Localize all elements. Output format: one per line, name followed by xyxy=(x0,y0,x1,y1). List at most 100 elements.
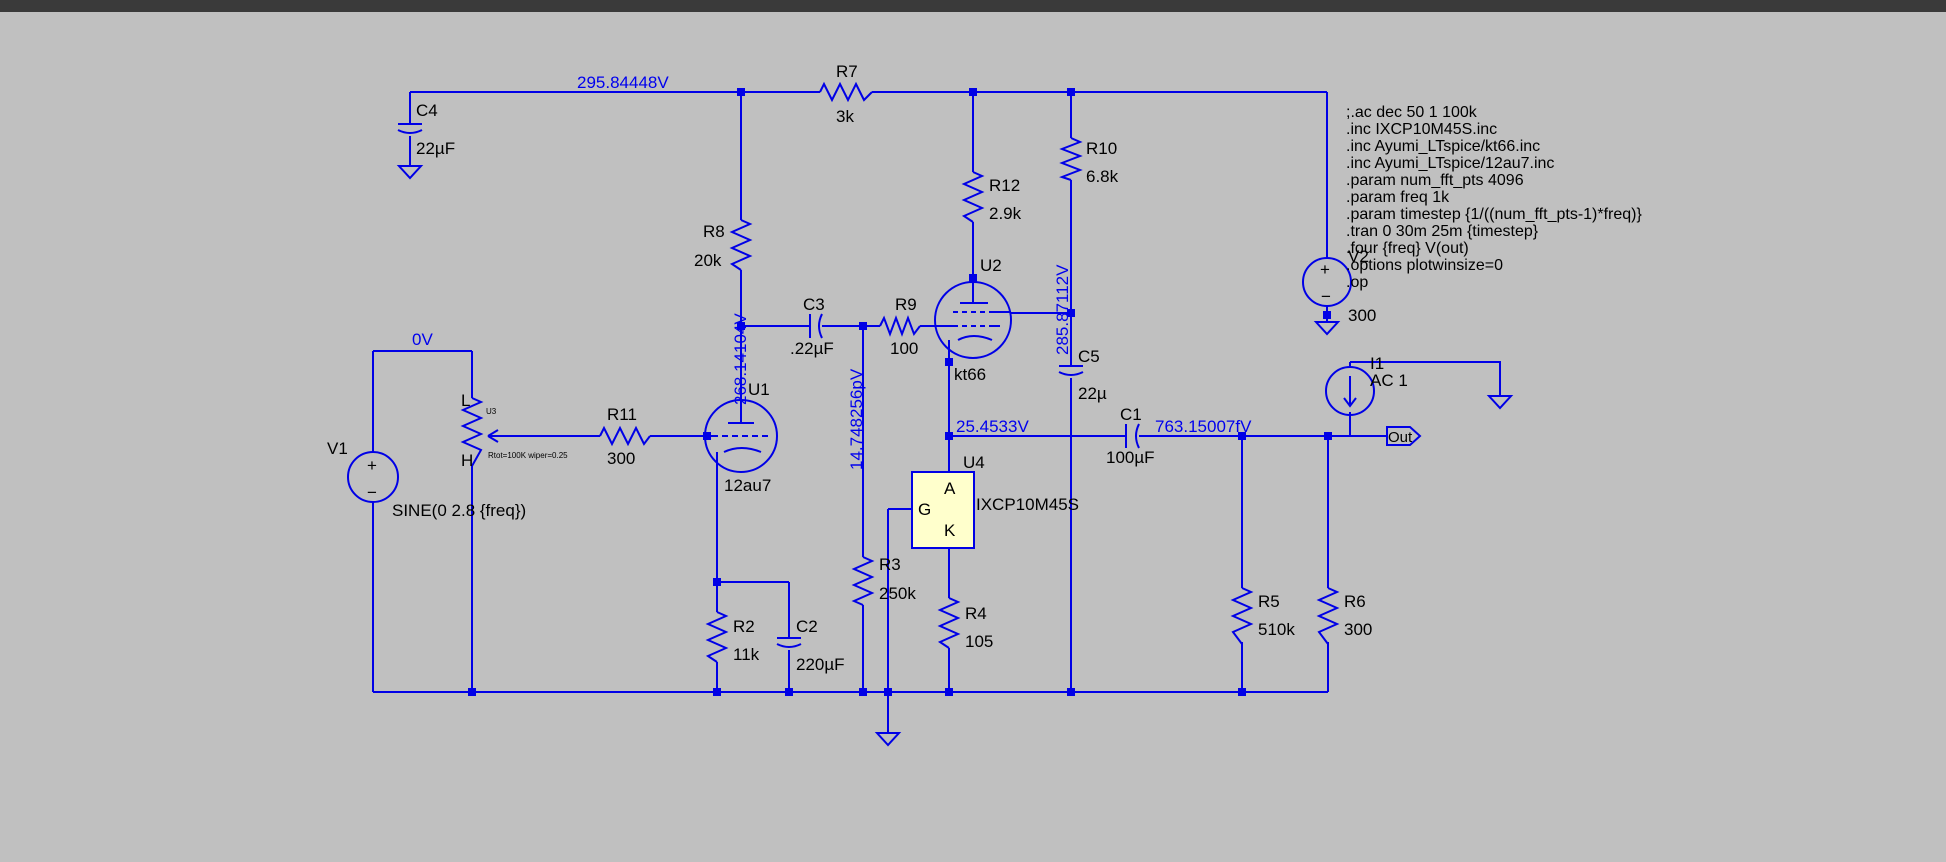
resistor-r10[interactable]: R10 6.8k xyxy=(1059,137,1119,186)
v1-value-label: SINE(0 2.8 {freq}) xyxy=(392,501,526,520)
directive-line: .four {freq} V(out) xyxy=(1346,240,1469,257)
c3-ref-label: C3 xyxy=(803,295,825,314)
voltage-u2-grid: 14.748256pV xyxy=(847,368,866,470)
capacitor-c2[interactable]: C2 220µF xyxy=(776,617,845,674)
directive-line: .inc IXCP10M45S.inc xyxy=(1346,121,1497,138)
u4-pin-g: G xyxy=(918,500,931,519)
directive-line: .param num_fft_pts 4096 xyxy=(1346,172,1524,189)
out-label-text: Out xyxy=(1388,429,1413,446)
r6-value-label: 300 xyxy=(1344,620,1372,639)
u3-ref-label: U3 xyxy=(486,407,497,416)
voltage-source-v2[interactable]: + − V2 300 xyxy=(1302,247,1376,336)
r8-ref-label: R8 xyxy=(703,222,725,241)
r9-ref-label: R9 xyxy=(895,295,917,314)
u4-value-label: IXCP10M45S xyxy=(976,495,1079,514)
c4-value-label: 22µF xyxy=(416,139,455,158)
r11-value-label: 300 xyxy=(607,449,635,468)
i1-ref-label: I1 xyxy=(1370,354,1384,373)
svg-text:+: + xyxy=(1320,260,1330,279)
directive-line: .options plotwinsize=0 xyxy=(1346,257,1503,274)
ground-icon xyxy=(1486,395,1514,410)
voltage-input: 0V xyxy=(412,330,433,349)
r10-ref-label: R10 xyxy=(1086,139,1117,158)
directive-line: .inc Ayumi_LTspice/12au7.inc xyxy=(1346,155,1554,172)
current-source-i1[interactable]: I1 AC 1 xyxy=(1325,354,1408,416)
resistor-r5[interactable]: R5 510k xyxy=(1230,587,1295,645)
c1-ref-label: C1 xyxy=(1120,405,1142,424)
c1-value-label: 100µF xyxy=(1106,448,1155,467)
i1-value-label: AC 1 xyxy=(1370,371,1408,390)
resistor-r12[interactable]: R12 2.9k xyxy=(961,171,1022,223)
directive-line: .op xyxy=(1346,274,1368,291)
v2-ref-label: V2 xyxy=(1348,247,1369,266)
c5-value-label: 22µ xyxy=(1078,384,1107,403)
r9-value-label: 100 xyxy=(890,339,918,358)
u1-ref-label: U1 xyxy=(748,380,770,399)
c5-ref-label: C5 xyxy=(1078,347,1100,366)
c4-ref-label: C4 xyxy=(416,101,438,120)
resistor-r8[interactable]: R8 20k xyxy=(694,219,753,271)
c3-value-label: .22µF xyxy=(790,339,834,358)
r3-ref-label: R3 xyxy=(879,555,901,574)
u3-pin-h: H xyxy=(461,451,473,470)
device-u4[interactable]: A G K U4 IXCP10M45S xyxy=(911,453,1079,549)
u1-value-label: 12au7 xyxy=(724,476,771,495)
svg-text:−: − xyxy=(1321,287,1331,306)
directive-line: .tran 0 30m 25m {timestep} xyxy=(1346,223,1539,240)
capacitor-c3[interactable]: C3 .22µF xyxy=(790,295,834,358)
voltage-u2-cathode: 25.4533V xyxy=(956,417,1029,436)
r10-value-label: 6.8k xyxy=(1086,167,1119,186)
r6-ref-label: R6 xyxy=(1344,592,1366,611)
resistor-r11[interactable]: R11 300 xyxy=(599,405,651,468)
tube-u1[interactable]: U1 12au7 xyxy=(704,380,778,537)
v2-value-label: 300 xyxy=(1348,306,1376,325)
resistor-r4[interactable]: R4 105 xyxy=(937,597,993,651)
resistor-r3[interactable]: R3 250k xyxy=(851,555,916,606)
r3-value-label: 250k xyxy=(879,584,916,603)
r11-ref-label: R11 xyxy=(607,405,637,424)
r4-ref-label: R4 xyxy=(965,604,987,623)
c2-value-label: 220µF xyxy=(796,655,845,674)
voltage-u2-screen: 285.87112V xyxy=(1053,264,1072,355)
svg-text:−: − xyxy=(367,483,377,502)
voltage-u1-plate: 268.14104V xyxy=(731,313,750,405)
u2-value-label: kt66 xyxy=(954,365,986,384)
wires xyxy=(372,91,1501,733)
resistor-r9[interactable]: R9 100 xyxy=(879,295,921,358)
spice-directives[interactable]: ;.ac dec 50 1 100k .inc IXCP10M45S.inc .… xyxy=(1346,104,1642,291)
directive-line: .param freq 1k xyxy=(1346,189,1450,206)
net-label-out[interactable]: Out xyxy=(1376,426,1422,446)
u4-pin-a: A xyxy=(944,479,956,498)
u3-pin-l: L xyxy=(461,391,470,410)
c2-ref-label: C2 xyxy=(796,617,818,636)
ground-icon xyxy=(874,732,902,747)
capacitor-c4[interactable]: C4 22µF xyxy=(396,101,455,180)
potentiometer-u3[interactable]: L H U3 Rtot=100K wiper=0.25 xyxy=(460,391,568,470)
u3-param-label: Rtot=100K wiper=0.25 xyxy=(488,451,568,460)
r7-value-label: 3k xyxy=(836,107,854,126)
title-bar xyxy=(0,0,1946,12)
voltage-source-v1[interactable]: + − V1 SINE(0 2.8 {freq}) xyxy=(327,439,526,520)
resistor-r6[interactable]: R6 300 xyxy=(1316,587,1372,645)
r5-value-label: 510k xyxy=(1258,620,1295,639)
u4-ref-label: U4 xyxy=(963,453,985,472)
r2-ref-label: R2 xyxy=(733,617,755,636)
r12-ref-label: R12 xyxy=(989,176,1020,195)
svg-text:+: + xyxy=(367,456,377,475)
voltage-output: 763.15007fV xyxy=(1155,417,1252,436)
directive-line: .param timestep {1/((num_fft_pts-1)*freq… xyxy=(1346,206,1642,223)
capacitor-c5[interactable]: C5 22µ xyxy=(1058,347,1107,403)
r7-ref-label: R7 xyxy=(836,62,858,81)
resistor-r2[interactable]: R2 11k xyxy=(705,611,760,664)
directive-line: ;.ac dec 50 1 100k xyxy=(1346,104,1478,121)
capacitor-c1[interactable]: C1 100µF xyxy=(1106,405,1155,467)
r2-value-label: 11k xyxy=(733,645,760,664)
resistor-r7[interactable]: R7 3k xyxy=(819,62,873,126)
r8-value-label: 20k xyxy=(694,251,722,270)
u4-pin-k: K xyxy=(944,521,956,540)
voltage-annotations: 295.84448V 0V 763.15007fV 25.4533V 268.1… xyxy=(412,73,1252,470)
directive-line: .inc Ayumi_LTspice/kt66.inc xyxy=(1346,138,1540,155)
tube-u2[interactable]: U2 kt66 xyxy=(934,256,1012,384)
voltage-supply: 295.84448V xyxy=(577,73,669,92)
